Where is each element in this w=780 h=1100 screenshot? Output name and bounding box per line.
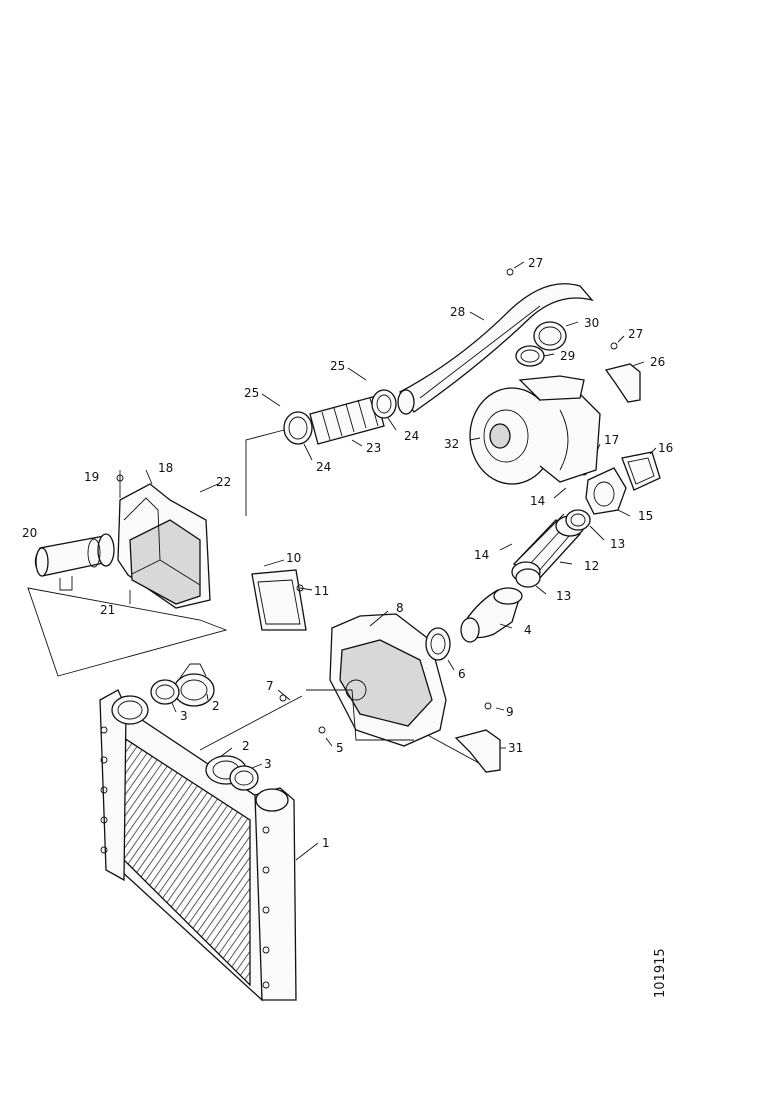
callout-13b: 13 [556, 589, 571, 603]
callout-14b: 14 [474, 548, 489, 562]
callout-19: 19 [84, 470, 99, 484]
callout-15: 15 [638, 509, 653, 523]
elbow-pipe-4 [460, 587, 523, 643]
callout-14a: 14 [530, 494, 545, 508]
clamp-13 [565, 509, 605, 541]
callout-4: 4 [524, 623, 532, 637]
bracket-18 [116, 469, 219, 609]
long-pipe-28 [397, 261, 594, 415]
callout-5: 5 [336, 741, 344, 755]
callout-22: 22 [216, 475, 231, 489]
air-pipe-left [34, 533, 115, 591]
callout-29: 29 [560, 349, 575, 363]
callout-2a: 2 [212, 699, 220, 713]
callout-18: 18 [158, 461, 173, 475]
bolt-5 [318, 726, 333, 747]
callout-3b: 3 [264, 757, 272, 771]
callout-28: 28 [450, 305, 465, 319]
callout-31: 31 [508, 741, 523, 755]
intercooler-radiator [99, 689, 319, 1002]
ring-29 [515, 345, 555, 367]
callout-25a: 25 [244, 386, 259, 400]
callout-12: 12 [584, 559, 599, 573]
bolt-27 [610, 335, 625, 350]
callout-27b: 27 [628, 327, 643, 341]
callout-32: 32 [444, 437, 459, 451]
callout-13a: 13 [610, 537, 625, 551]
hose-23 [309, 395, 385, 447]
routing-line-center [199, 695, 303, 751]
screw-25 [261, 367, 367, 407]
callout-21: 21 [100, 603, 115, 617]
bolt-9 [484, 702, 505, 711]
ring-30 [533, 321, 579, 351]
callout-9: 9 [506, 705, 514, 719]
callout-27a: 27 [528, 256, 543, 270]
hose-routing-frame [27, 587, 228, 677]
bracket-26 [604, 361, 645, 403]
flange-15 [585, 467, 631, 517]
callout-11: 11 [314, 584, 329, 598]
turbocharger-32 [469, 375, 601, 485]
hose-clamp-group-upper [150, 663, 215, 713]
routing-line-upper [245, 429, 285, 516]
callout-23: 23 [366, 441, 381, 455]
callout-26: 26 [650, 355, 665, 369]
clamp-24-left [283, 411, 313, 461]
clamp-24-right [371, 389, 397, 431]
callout-6: 6 [458, 667, 466, 681]
callout-24b: 24 [404, 429, 419, 443]
clamp-13-lower [515, 568, 547, 595]
callout-2b: 2 [242, 739, 250, 753]
callout-16: 16 [658, 441, 673, 455]
callout-24a: 24 [316, 460, 331, 474]
callout-30: 30 [584, 316, 599, 330]
screw-14 [499, 487, 567, 551]
callout-7: 7 [266, 679, 274, 693]
hose-clamp-group-lower [205, 747, 263, 791]
mounting-plate-10 [251, 559, 313, 631]
callout-20: 20 [22, 526, 37, 540]
ring-6 [425, 627, 455, 671]
bracket-31 [454, 729, 506, 773]
gasket-16 [621, 447, 661, 491]
callout-1: 1 [322, 836, 330, 850]
callout-labels: 1 2 2 3 3 4 5 6 7 8 9 10 11 12 13 13 14 … [22, 256, 673, 850]
callout-10: 10 [286, 551, 301, 565]
callout-8: 8 [396, 601, 404, 615]
callout-3a: 3 [180, 709, 188, 723]
drawing-number: 101915 [653, 948, 668, 998]
central-housing-8 [277, 610, 447, 747]
callout-17: 17 [604, 433, 619, 447]
callout-25b: 25 [330, 359, 345, 373]
